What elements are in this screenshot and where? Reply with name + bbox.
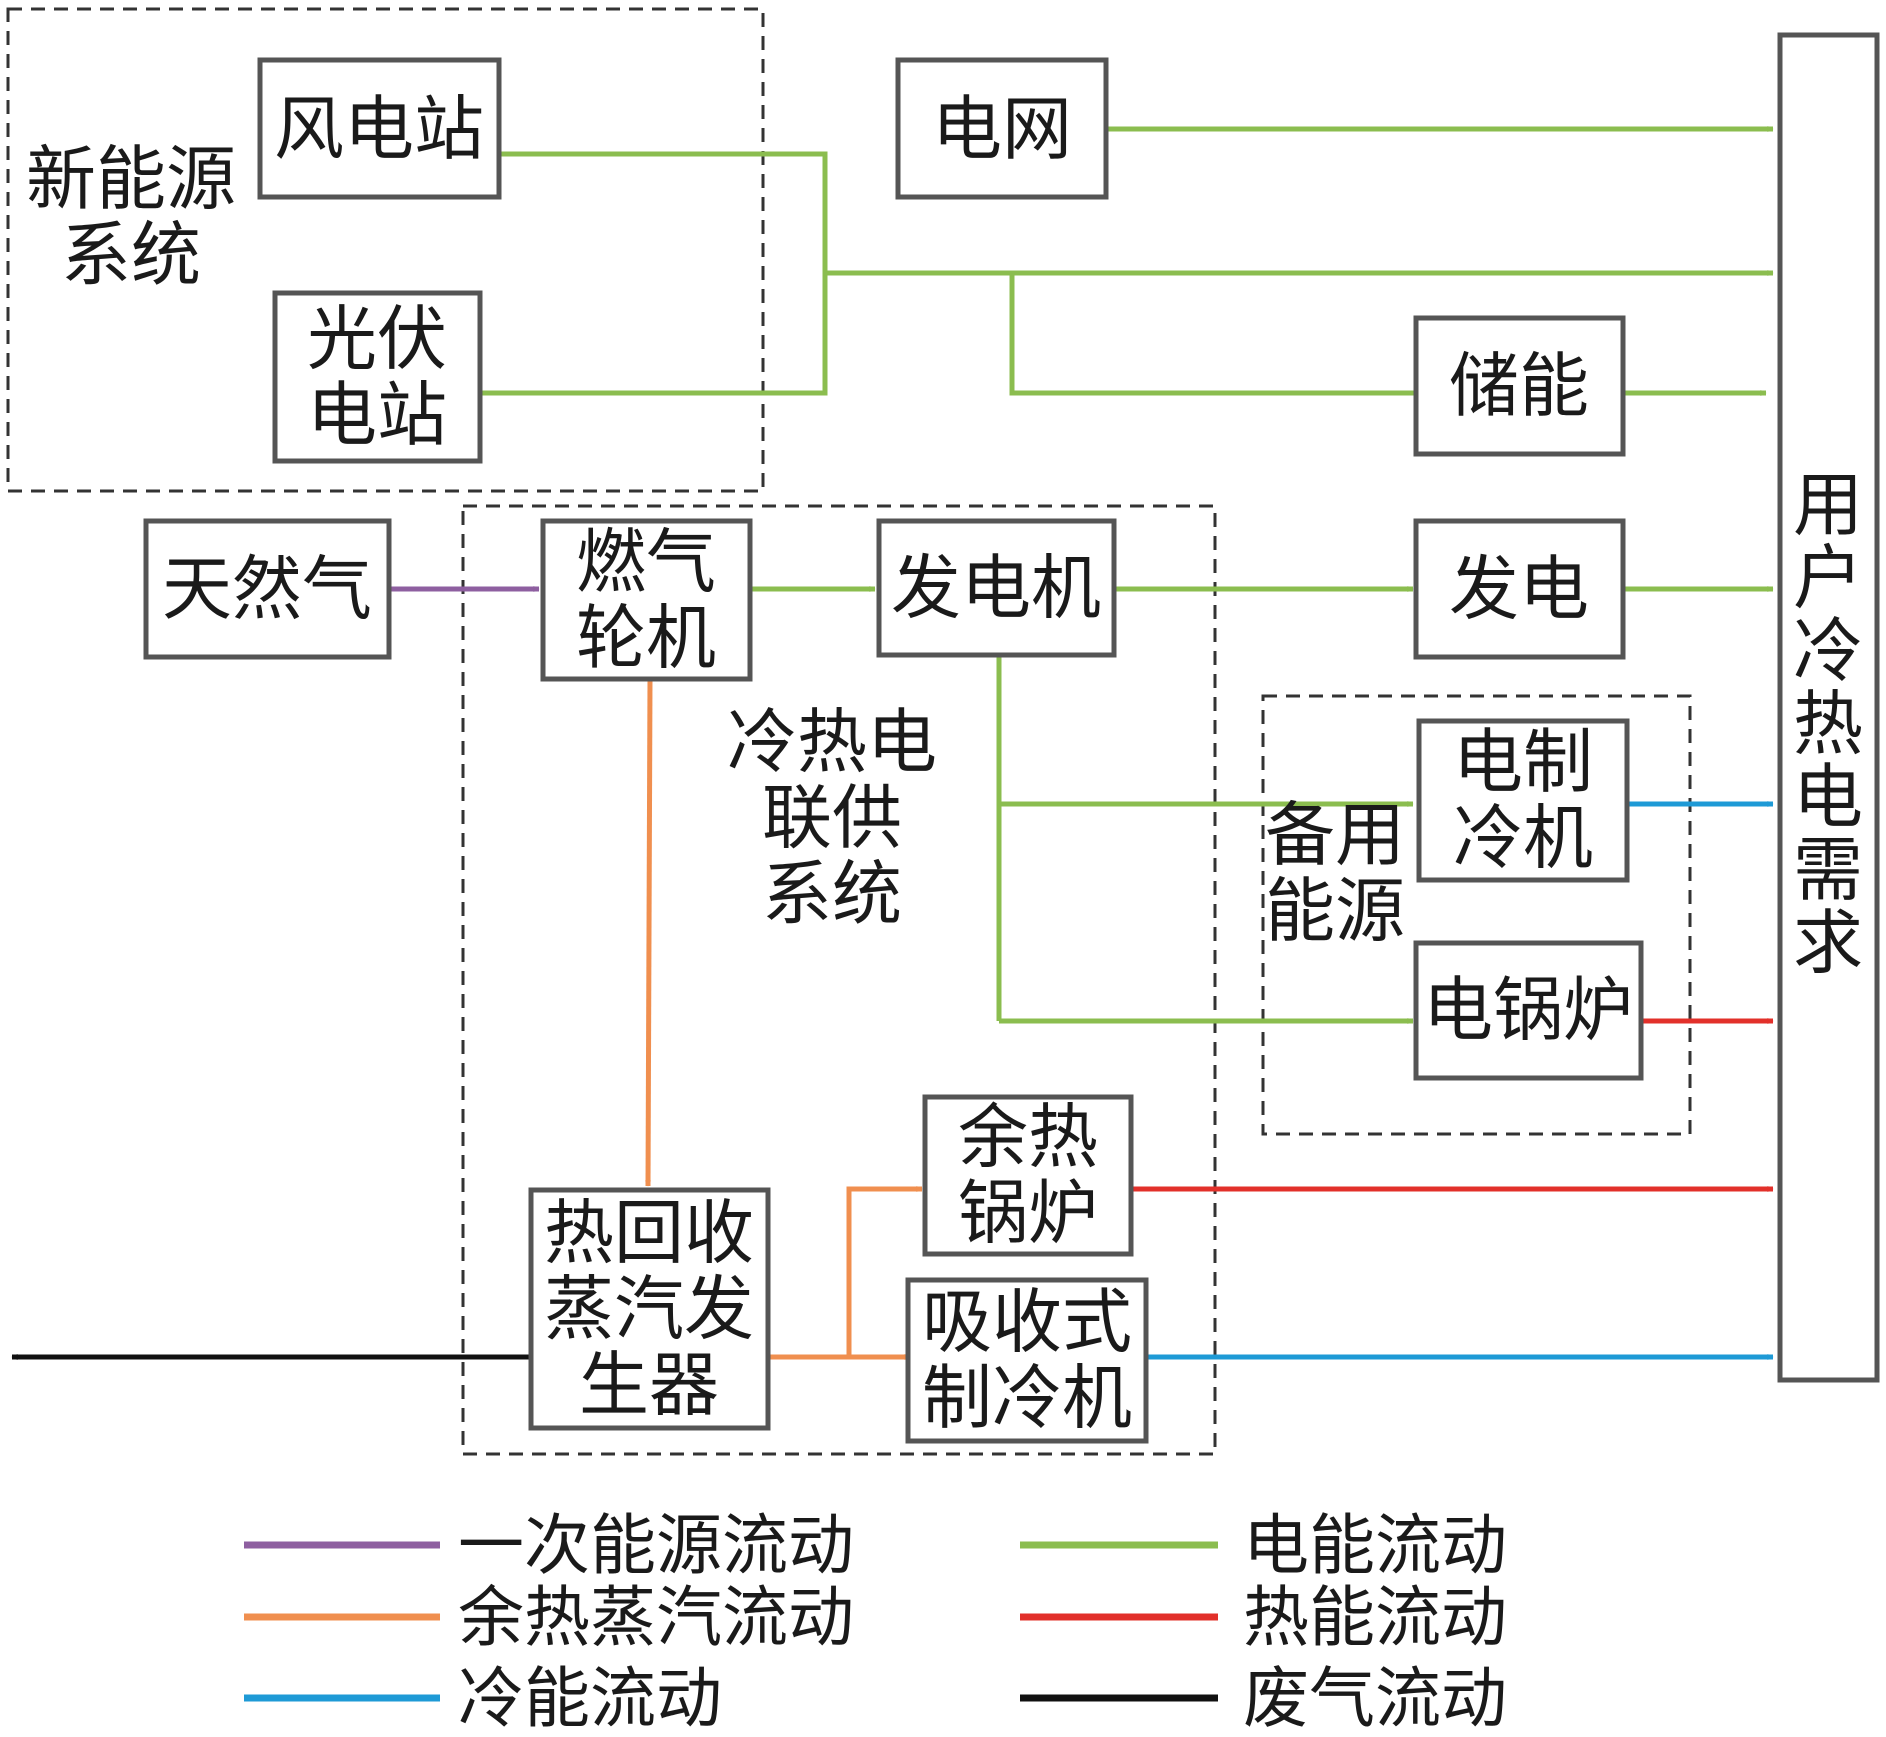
- user-demand-box: [1777, 32, 1880, 1383]
- hrsg-to-waste-boiler-arrow: [846, 1186, 923, 1357]
- pv-line: [480, 273, 828, 396]
- power-gen-box: [1413, 518, 1626, 660]
- elec-chiller-box: [1416, 718, 1630, 883]
- pv-station-label: 光伏电站: [307, 298, 447, 456]
- natural-gas-box: [143, 518, 392, 660]
- elec-boiler-label: 电锅炉: [1423, 969, 1633, 1051]
- backup-energy-group: [1261, 694, 1692, 1136]
- grid-label: 电网: [932, 88, 1072, 170]
- generator-label: 发电机: [891, 547, 1101, 629]
- legend-label-primary: 一次能源流动: [458, 1507, 854, 1584]
- natural-gas-label: 天然气: [162, 548, 372, 630]
- elec-boiler-box: [1413, 940, 1644, 1081]
- elec-chiller-label: 电制冷机: [1453, 721, 1593, 879]
- electric-flows: [480, 126, 1774, 1024]
- storage-box: [1413, 315, 1626, 457]
- legend-label-exhaust: 废气流动: [1243, 1660, 1507, 1737]
- turbine-to-hrsg-arrow: [645, 678, 653, 1187]
- gas-turbine-label: 燃气轮机: [576, 521, 716, 679]
- hrsg-label: 热回收蒸汽发生器: [544, 1192, 754, 1426]
- storage-label: 储能: [1449, 345, 1589, 427]
- generator-box: [876, 518, 1117, 658]
- absorption-chiller-label: 吸收式制冷机: [922, 1281, 1132, 1439]
- grid-box: [895, 57, 1109, 200]
- backup-energy-label: 备用能源: [1265, 794, 1405, 952]
- pv-station-box: [272, 290, 483, 464]
- waste-heat-boiler-box: [922, 1094, 1134, 1257]
- legend-label-steam: 余热蒸汽流动: [458, 1579, 854, 1656]
- hrsg-box: [528, 1187, 771, 1431]
- legend-label-cold: 冷能流动: [458, 1660, 722, 1737]
- waste-heat-boiler-label: 余热锅炉: [958, 1096, 1098, 1254]
- wind-station-box: [257, 57, 502, 200]
- user-demand-label: 用户冷热电需求: [1793, 464, 1863, 984]
- new-energy-system-label: 新能源系统: [26, 138, 236, 296]
- cchp-system-label: 冷热电联供系统: [727, 701, 937, 935]
- wind-line: [499, 151, 828, 273]
- new-energy-group: [6, 7, 765, 493]
- absorption-chiller-box: [905, 1277, 1149, 1444]
- bus-to-storage-line: [1009, 273, 1416, 396]
- legend-label-electric: 电能流动: [1243, 1507, 1507, 1584]
- steam-flows: [645, 678, 923, 1360]
- gas-turbine-box: [540, 518, 753, 682]
- power-gen-label: 发电: [1449, 548, 1589, 630]
- cchp-group: [461, 504, 1217, 1456]
- legend: 一次能源流动 余热蒸汽流动 冷能流动 电能流动 热能流动 废气流动: [244, 1507, 1507, 1737]
- wind-station-label: 风电站: [274, 88, 484, 170]
- legend-label-heat: 热能流动: [1243, 1579, 1507, 1656]
